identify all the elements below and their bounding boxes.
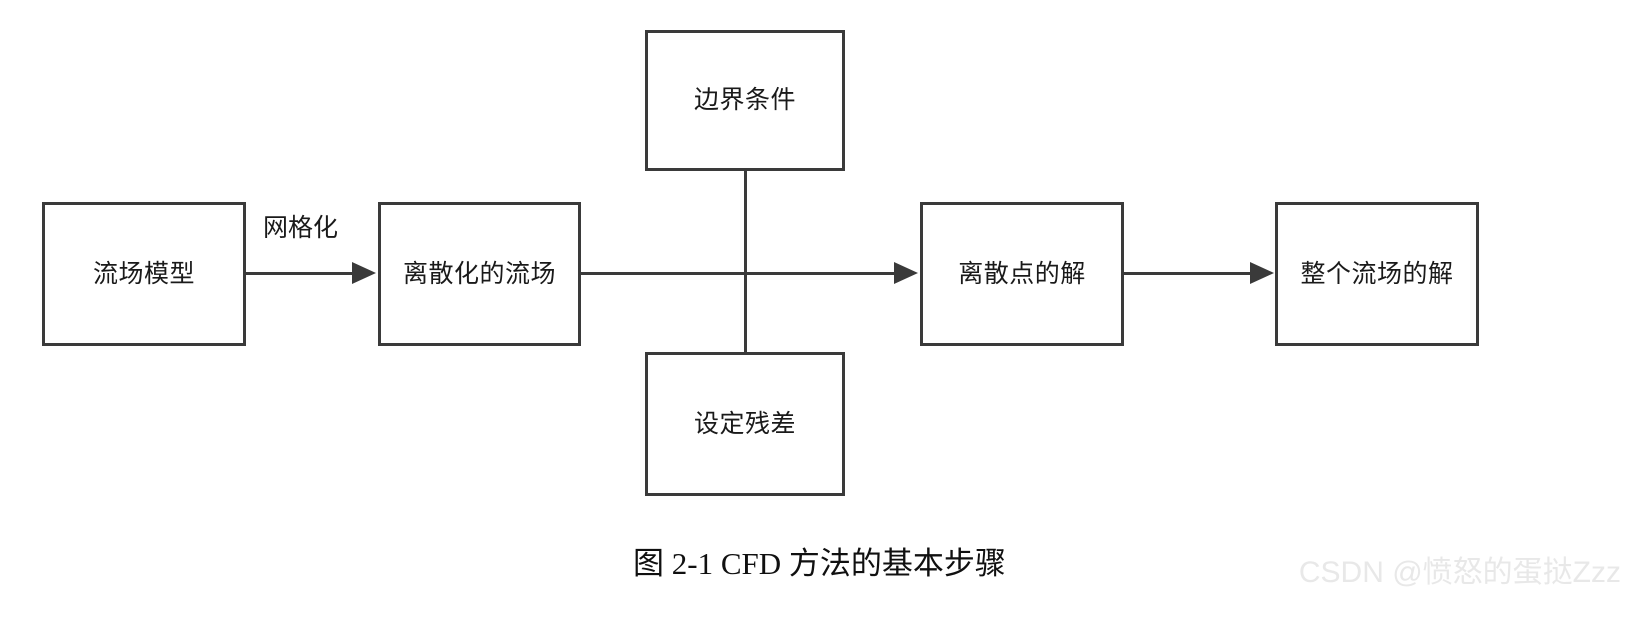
csdn-watermark: CSDN @愤怒的蛋挞Zzz	[1298, 556, 1621, 589]
node-flow-field-model[interactable]: 流场模型	[42, 202, 246, 346]
node-whole-field-solution[interactable]: 整个流场的解	[1275, 202, 1479, 346]
node-label-set-residual: 设定残差	[693, 409, 796, 438]
node-discretized-field[interactable]: 离散化的流场	[378, 202, 581, 346]
node-label-boundary-conditions: 边界条件	[693, 86, 796, 114]
node-label-discretized-field: 离散化的流场	[402, 259, 556, 288]
arrowhead-into-whole-field	[1250, 262, 1274, 284]
figure-caption: 图 2-1 CFD 方法的基本步骤	[633, 546, 1006, 581]
connector-discretized-to-discrete-solution	[581, 272, 896, 275]
arrowhead-into-discrete-solution	[894, 262, 918, 284]
node-label-discrete-point-solution: 离散点的解	[958, 259, 1086, 288]
connector-boundary-to-main-line	[744, 171, 747, 274]
connector-main-line-to-residual	[744, 272, 747, 353]
connector-model-to-discretized	[246, 272, 354, 275]
node-label-flow-field-model: 流场模型	[92, 259, 195, 288]
arrowhead-into-discretized	[352, 262, 376, 284]
node-set-residual[interactable]: 设定残差	[645, 352, 845, 496]
node-boundary-conditions[interactable]: 边界条件	[645, 30, 845, 171]
connector-discrete-solution-to-whole-field	[1124, 272, 1252, 275]
node-label-whole-field-solution: 整个流场的解	[1300, 259, 1454, 288]
edge-label-meshing: 网格化	[263, 214, 339, 242]
node-discrete-point-solution[interactable]: 离散点的解	[920, 202, 1124, 346]
